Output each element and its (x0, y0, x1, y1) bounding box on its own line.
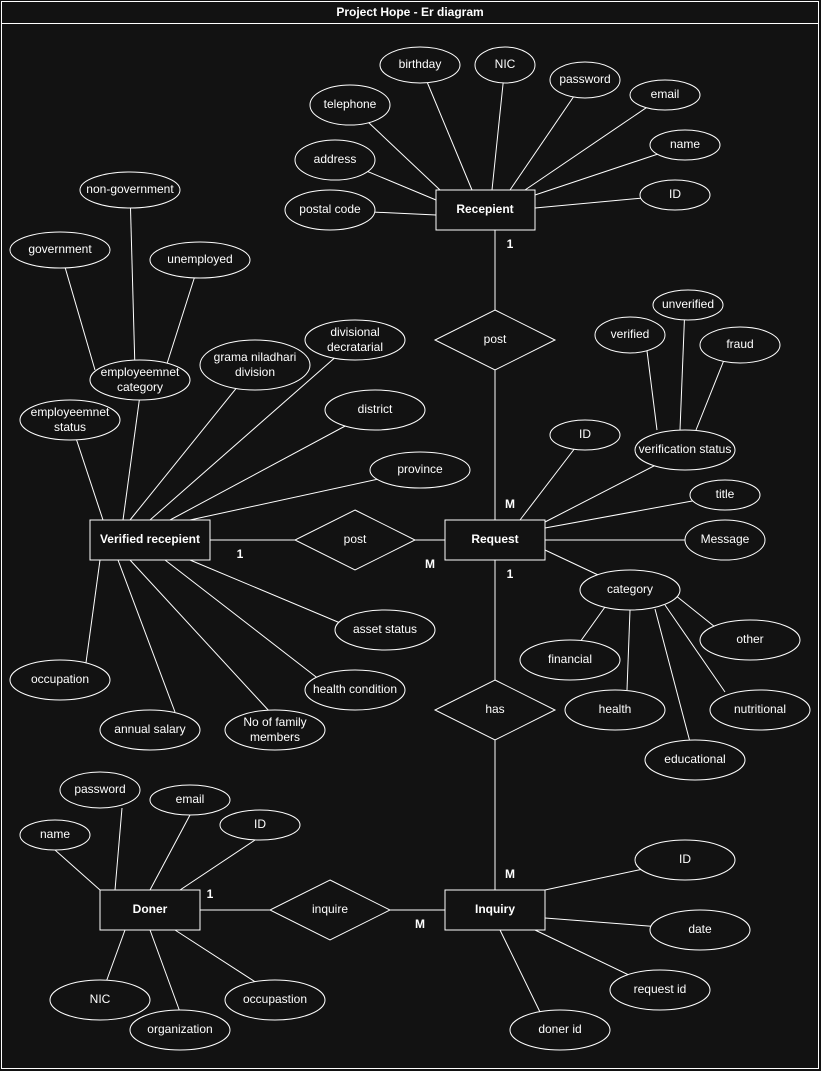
attr-fraud: fraud (726, 337, 753, 351)
attr-educational: educational (664, 752, 725, 766)
cardinality-label: 1 (207, 887, 214, 901)
attr-non-government: non-government (86, 182, 174, 196)
attr-doner-nic: NIC (90, 992, 111, 1006)
attribute-ellipses (9, 46, 811, 1051)
entity-label-doner: Doner (133, 902, 168, 916)
attr-recepient-telephone: telephone (324, 97, 377, 111)
attr-doner-id: ID (254, 817, 266, 831)
relationship-label-post-2: post (344, 532, 367, 546)
attr-recepient-password: password (559, 72, 610, 86)
attr-inquiry-request-id: request id (634, 982, 687, 996)
diagram-labels: Recepient Verified recepient Request Don… (28, 57, 786, 1036)
relationship-label-inquire: inquire (312, 902, 348, 916)
attr-inquiry-id: ID (679, 852, 691, 866)
attr-verified: verified (611, 327, 650, 341)
attr-asset-status: asset status (353, 622, 417, 636)
attr-financial: financial (548, 652, 592, 666)
diagram-title: Project Hope - Er diagram (2, 2, 818, 24)
attr-district: district (358, 402, 393, 416)
cardinality-label: M (415, 917, 425, 931)
relationship-has (433, 679, 557, 741)
attr-health-condition: health condition (313, 682, 397, 696)
entity-label-recepient: Recepient (456, 202, 513, 216)
attr-nutritional: nutritional (734, 702, 786, 716)
attr-doner-email: email (176, 792, 205, 806)
relationship-post-recepient (433, 309, 557, 371)
attr-employment-status-line1: employeemnet (31, 405, 110, 419)
attr-recepient-postal-code: postal code (299, 202, 361, 216)
cardinality-label: 1 (237, 547, 244, 561)
cardinality-label: 1 (507, 237, 514, 251)
entity-label-request: Request (471, 532, 518, 546)
attr-request-id: ID (579, 427, 591, 441)
entity-boxes (89, 189, 546, 931)
cardinality-label: M (505, 497, 515, 511)
attr-health: health (599, 702, 632, 716)
attr-divisional-line2: decratarial (327, 340, 383, 354)
attr-unverified: unverified (662, 297, 714, 311)
entity-recepient (435, 189, 536, 231)
attr-annual-salary: annual salary (114, 722, 185, 736)
attr-recepient-email: email (651, 87, 680, 101)
entity-label-verified-recepient: Verified recepient (100, 532, 200, 546)
attr-title: title (716, 487, 735, 501)
attr-inquiry-date: date (688, 922, 712, 936)
attr-message: Message (701, 532, 750, 546)
attr-recepient-name: name (670, 137, 700, 151)
attr-recepient-id: ID (669, 187, 681, 201)
attr-grama-line1: grama niladhari (214, 350, 297, 364)
attr-recepient-nic: NIC (495, 57, 516, 71)
attr-recepient-address: address (314, 152, 357, 166)
relationship-inquire (268, 879, 392, 941)
attr-province: province (397, 462, 443, 476)
attr-doner-occupation: occupastion (243, 992, 307, 1006)
attr-occupation: occupation (31, 672, 89, 686)
attr-employment-category-line2: category (117, 380, 163, 394)
attr-government: government (28, 242, 92, 256)
attr-other: other (736, 632, 763, 646)
attr-unemployed: unemployed (167, 252, 232, 266)
relationship-diamonds (268, 309, 557, 941)
relationship-post-verified (293, 509, 417, 571)
attr-employment-category-line1: employeemnet (101, 365, 180, 379)
attr-verification-status: verification status (639, 442, 732, 456)
attr-inquiry-doner-id: doner id (538, 1022, 581, 1036)
attr-doner-name: name (40, 827, 70, 841)
cardinality-label: 1 (507, 567, 514, 581)
entity-doner (99, 889, 201, 931)
attr-doner-organization: organization (147, 1022, 212, 1036)
attr-employment-status-line2: status (54, 420, 86, 434)
attr-family-line2: members (250, 730, 300, 744)
attr-doner-password: password (74, 782, 125, 796)
attr-divisional-line1: divisional (330, 325, 379, 339)
cardinality-label: M (505, 867, 515, 881)
entity-inquiry (444, 889, 546, 931)
cardinality-label: M (425, 557, 435, 571)
attr-grama-line2: division (235, 365, 275, 379)
entity-label-inquiry: Inquiry (475, 902, 515, 916)
attr-recepient-birthday: birthday (399, 57, 442, 71)
relationship-label-post-1: post (484, 332, 507, 346)
attr-family-line1: No of family (243, 715, 306, 729)
relationship-label-has: has (485, 702, 504, 716)
entity-verified-recepient (89, 519, 211, 561)
attr-category: category (607, 582, 653, 596)
entity-request (444, 519, 546, 561)
